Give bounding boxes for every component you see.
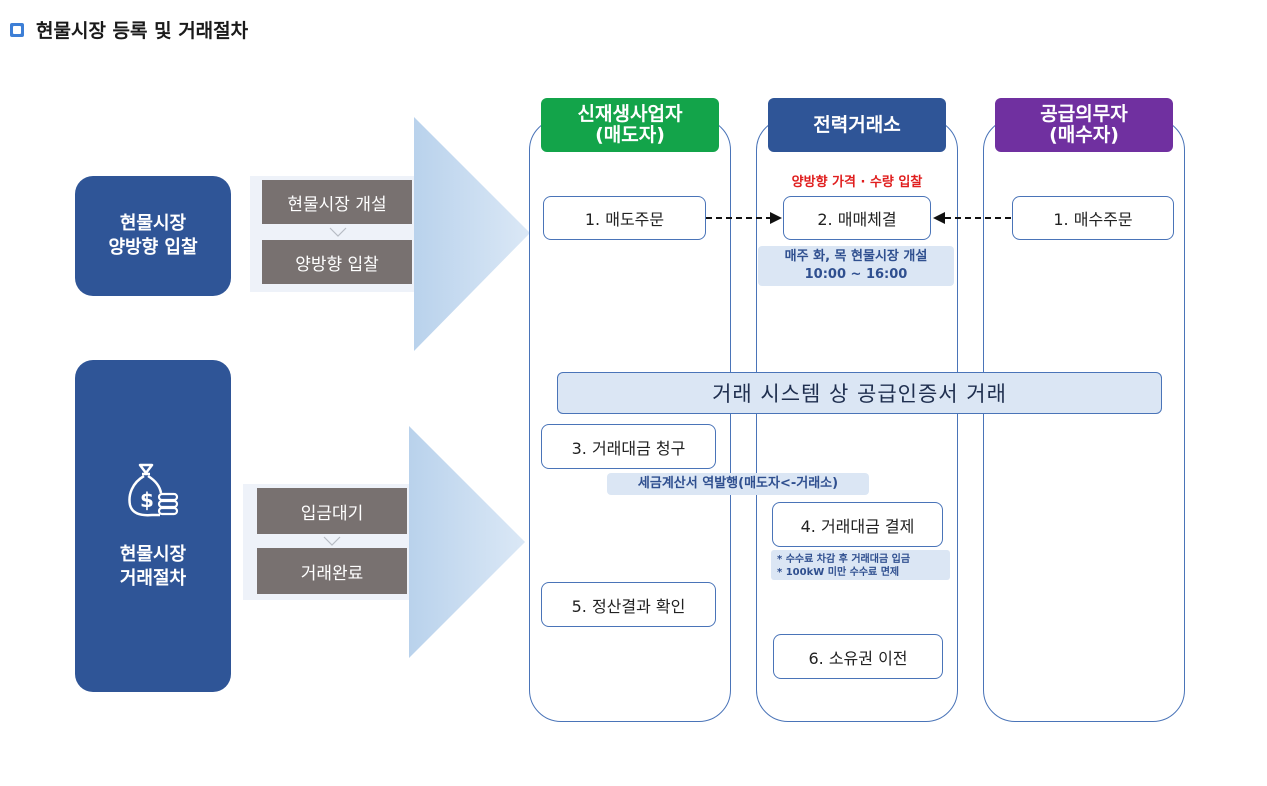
payment-notes: * 수수료 차감 후 거래대금 입금 * 100kW 미만 수수료 면제 bbox=[771, 550, 950, 580]
node-settlement-confirm-label: 5. 정산결과 확인 bbox=[571, 596, 686, 616]
lane-header-exchange: 전력거래소 bbox=[768, 98, 946, 152]
svg-text:$: $ bbox=[140, 488, 154, 512]
settlement-section-line1: 현물시장 bbox=[119, 544, 187, 565]
market-schedule-note: 매주 화, 목 현물시장 개설 10:00 ~ 16:00 bbox=[758, 246, 954, 286]
market-schedule-line1: 매주 화, 목 현물시장 개설 bbox=[784, 249, 928, 264]
lane-header-seller: 신재생사업자 (매도자) bbox=[541, 98, 719, 152]
node-ownership-transfer-label: 6. 소유권 이전 bbox=[808, 648, 908, 668]
settlement-section-box: $ 현물시장 거래절차 bbox=[75, 360, 231, 692]
invoice-note: 세금계산서 역발행(매도자<-거래소) bbox=[607, 473, 869, 495]
step-market-open: 현물시장 개설 bbox=[262, 180, 412, 224]
bidding-section-line2: 양방향 입찰 bbox=[108, 237, 198, 258]
lane-header-buyer-line1: 공급의무자 bbox=[1040, 103, 1128, 125]
step-trade-complete-label: 거래완료 bbox=[300, 563, 364, 584]
step-trade-complete: 거래완료 bbox=[257, 548, 407, 594]
step-two-way-bid: 양방향 입찰 bbox=[262, 240, 412, 284]
lane-header-buyer-line2: (매수자) bbox=[1049, 124, 1119, 146]
node-ownership-transfer: 6. 소유권 이전 bbox=[773, 634, 943, 679]
node-buy-order-label: 1. 매수주문 bbox=[1053, 210, 1133, 229]
step-market-open-label: 현물시장 개설 bbox=[287, 194, 387, 215]
settlement-section-line2: 거래절차 bbox=[119, 568, 187, 589]
dashed-arrow-sell-to-match bbox=[706, 212, 782, 224]
certificate-trade-banner: 거래 시스템 상 공급인증서 거래 bbox=[557, 372, 1162, 414]
node-buy-order: 1. 매수주문 bbox=[1012, 196, 1174, 240]
bid-note: 양방향 가격 · 수량 입찰 bbox=[791, 175, 923, 190]
bidding-section-line1: 현물시장 bbox=[119, 213, 187, 234]
big-arrow-right-bottom bbox=[409, 426, 525, 658]
chevron-down-icon bbox=[323, 536, 341, 546]
node-payment-label: 4. 거래대금 결제 bbox=[800, 516, 915, 536]
lane-header-seller-line1: 신재생사업자 bbox=[577, 103, 683, 125]
node-sell-order-label: 1. 매도주문 bbox=[584, 210, 665, 229]
bidding-section-box: 현물시장 양방향 입찰 bbox=[75, 176, 231, 296]
lane-header-seller-line2: (매도자) bbox=[595, 124, 665, 146]
money-bag-coins-icon: $ bbox=[128, 463, 179, 517]
node-payment: 4. 거래대금 결제 bbox=[772, 502, 943, 547]
node-match-label: 2. 매매체결 bbox=[817, 210, 897, 229]
invoice-note-label: 세금계산서 역발행(매도자<-거래소) bbox=[637, 476, 839, 491]
dashed-arrow-buy-to-match bbox=[933, 212, 1013, 224]
page-title: 현물시장 등록 및 거래절차 bbox=[36, 20, 249, 42]
step-awaiting-deposit: 입금대기 bbox=[257, 488, 407, 534]
step-two-way-bid-label: 양방향 입찰 bbox=[295, 254, 379, 275]
payment-note-fee-deducted: * 수수료 차감 후 거래대금 입금 bbox=[777, 554, 911, 565]
node-match: 2. 매매체결 bbox=[783, 196, 931, 240]
certificate-trade-banner-label: 거래 시스템 상 공급인증서 거래 bbox=[712, 382, 1007, 406]
lane-header-exchange-line1: 전력거래소 bbox=[813, 113, 901, 136]
node-settlement-confirm: 5. 정산결과 확인 bbox=[541, 582, 716, 627]
node-invoice-request: 3. 거래대금 청구 bbox=[541, 424, 716, 469]
node-sell-order: 1. 매도주문 bbox=[543, 196, 706, 240]
title-bullet-icon bbox=[10, 23, 24, 37]
step-awaiting-deposit-label: 입금대기 bbox=[300, 503, 364, 524]
big-arrow-right-top bbox=[414, 117, 530, 351]
market-schedule-line2: 10:00 ~ 16:00 bbox=[804, 267, 908, 282]
lane-header-buyer: 공급의무자 (매수자) bbox=[995, 98, 1173, 152]
payment-note-fee-exempt: * 100kW 미만 수수료 면제 bbox=[777, 567, 900, 578]
node-invoice-request-label: 3. 거래대금 청구 bbox=[571, 438, 686, 458]
chevron-down-icon bbox=[329, 227, 347, 237]
